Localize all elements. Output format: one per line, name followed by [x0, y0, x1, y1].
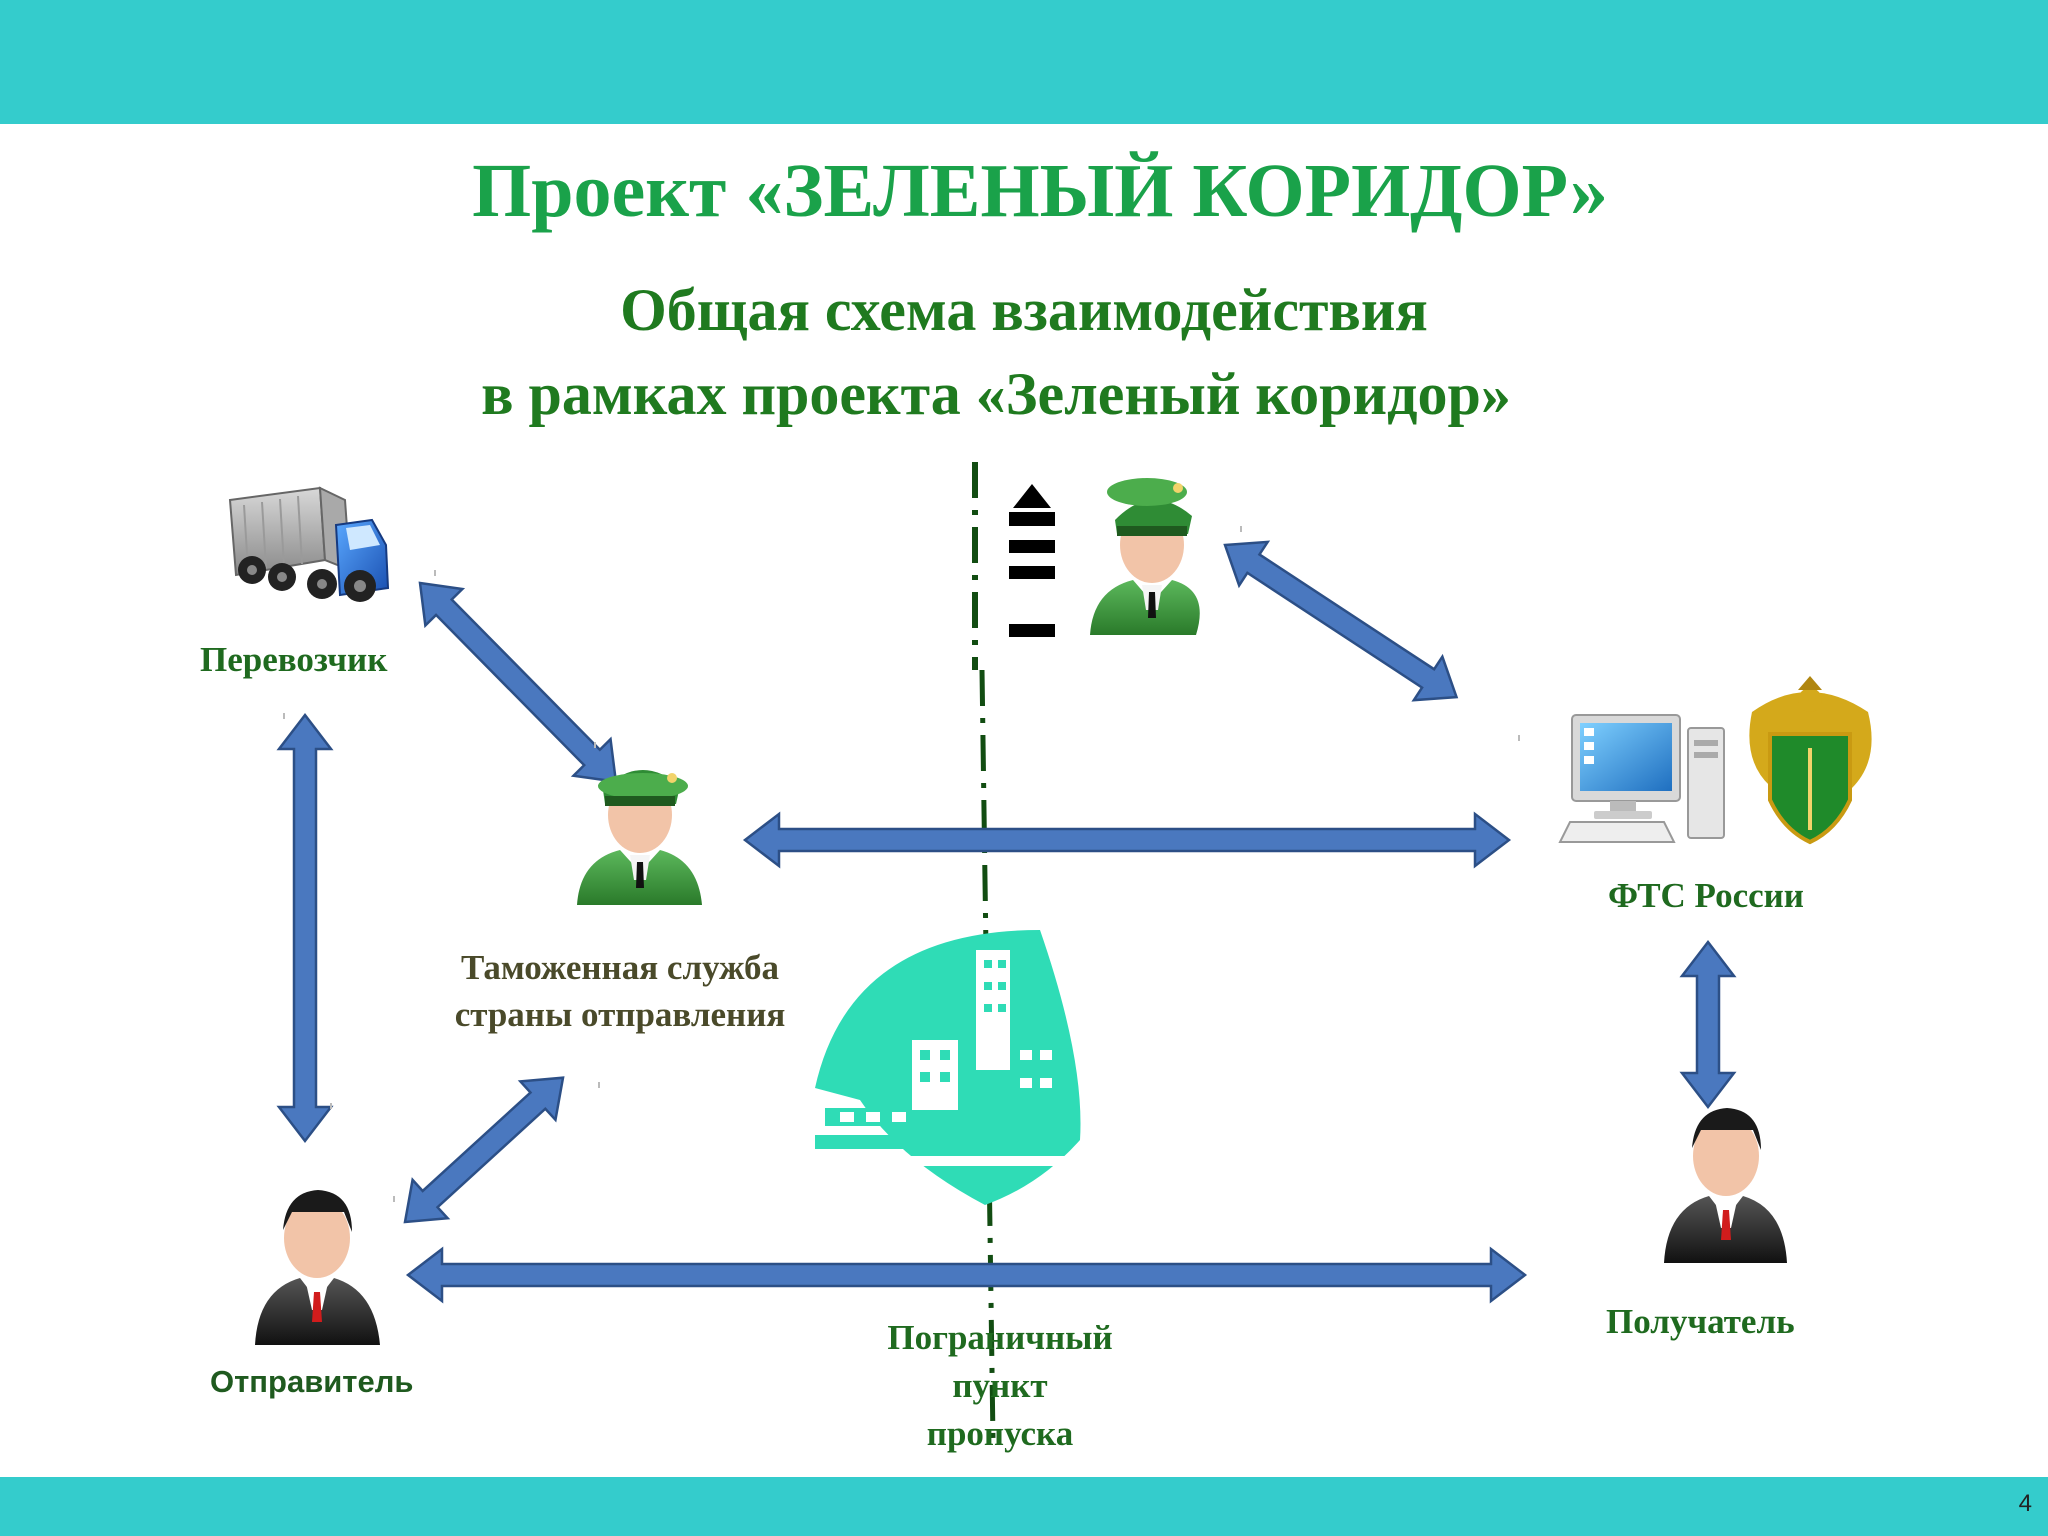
border-officer-icon — [1090, 478, 1200, 635]
top-band — [0, 0, 2048, 124]
origin-customs-label-line-1: Таможенная служба — [460, 948, 780, 987]
subtitle-line-1: Общая схема взаимодействия — [620, 277, 1428, 343]
arrow-carrier-origin-customs — [418, 581, 618, 784]
arrow-fts-recipient — [1679, 939, 1737, 1110]
arrow-carrier-sender — [276, 712, 334, 1144]
origin-customs-label-line-2: страны отправления — [454, 995, 786, 1034]
origin-customs-officer-icon — [577, 769, 702, 905]
fts-label: ФТС России — [1608, 876, 1804, 915]
sender-person-icon — [255, 1190, 380, 1345]
recipient-person-icon — [1664, 1108, 1787, 1263]
subtitle-line-2: в рамках проекта «Зеленый коридор» — [481, 361, 1511, 427]
border-crossing-building-icon — [815, 930, 1081, 1205]
fts-emblem-icon — [1749, 676, 1872, 845]
arrow-sender-recipient — [405, 1246, 1528, 1304]
border-line — [972, 462, 996, 1441]
direction-marker-icon — [1009, 484, 1055, 637]
slide-title: Проект «ЗЕЛЕНЫЙ КОРИДОР» — [472, 149, 1608, 233]
arrow-sender-origin-customs — [403, 1076, 565, 1224]
recipient-label: Получатель — [1606, 1302, 1795, 1341]
arrow-origin-customs-fts — [742, 811, 1512, 869]
sender-label: Отправитель — [210, 1364, 414, 1399]
computer-icon — [1558, 714, 1725, 843]
page-number: 4 — [2018, 1490, 2032, 1517]
border-crossing-label-line-3: пропуска — [926, 1414, 1074, 1453]
border-crossing-label-line-2: пункт — [952, 1366, 1048, 1405]
carrier-label: Перевозчик — [200, 640, 388, 679]
decorative-dots — [283, 526, 1520, 1202]
border-crossing-label-line-1: Пограничный — [887, 1318, 1113, 1357]
truck-icon — [228, 486, 390, 602]
arrow-border-officer-fts — [1223, 540, 1459, 702]
arrows — [276, 540, 1737, 1304]
bottom-band — [0, 1477, 2048, 1536]
